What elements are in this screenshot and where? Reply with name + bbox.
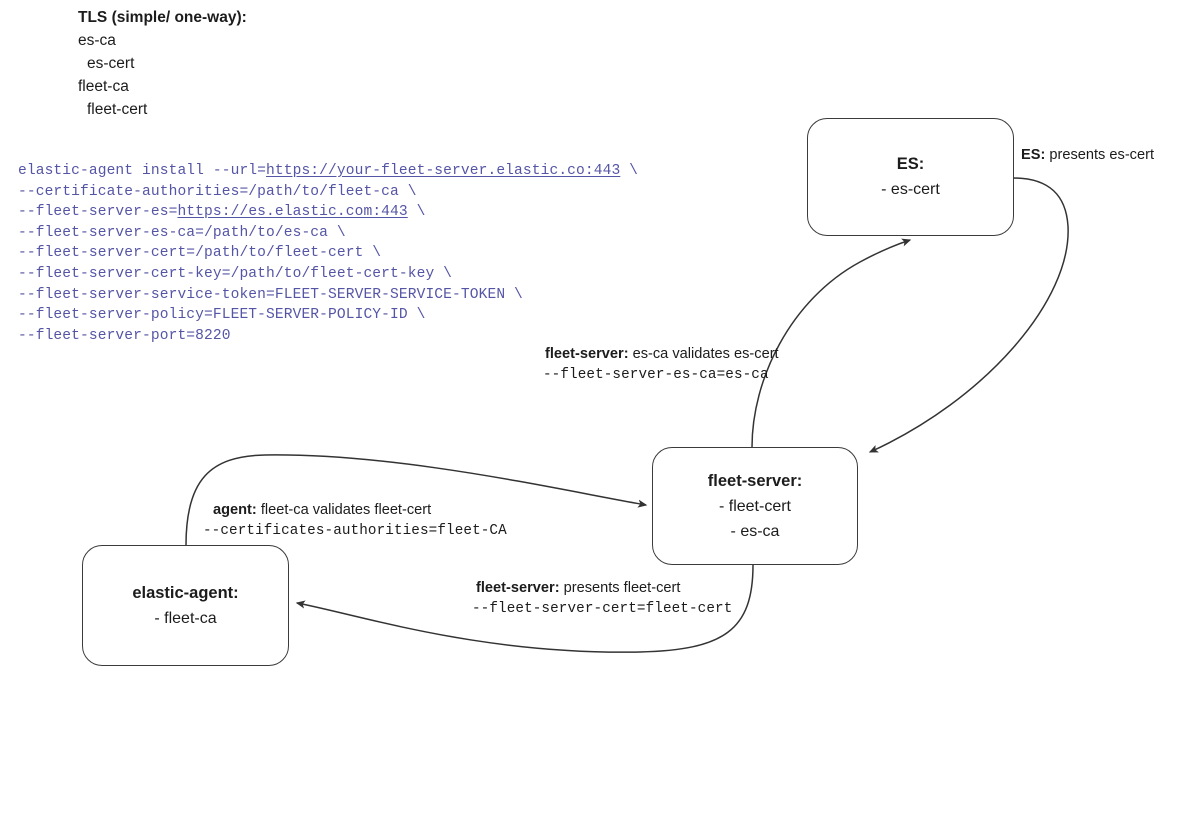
command-text-5-0: --fleet-server-cert-key=/path/to/fleet-c… [18, 265, 453, 282]
command-line-3: --fleet-server-es-ca=/path/to/es-ca \ [18, 223, 638, 244]
edge-label-agent-validates-fleet-cert: agent: fleet-ca validates fleet-cert --c… [203, 500, 507, 542]
command-text-4-0: --fleet-server-cert=/path/to/fleet-cert … [18, 245, 382, 262]
command-text-0-2: \ [620, 163, 639, 179]
command-link-0-1[interactable]: https://your-fleet-server.elastic.co:443 [266, 163, 621, 179]
node-es-line-0: - es-cert [881, 181, 940, 198]
install-command-block: elastic-agent install --url=https://your… [18, 161, 638, 346]
edge-label-fs-presents-flag: --fleet-server-cert=fleet-cert [472, 601, 733, 617]
command-line-0: elastic-agent install --url=https://your… [18, 161, 638, 182]
command-line-6: --fleet-server-service-token=FLEET-SERVE… [18, 285, 638, 306]
edge-label-fs-presents-actor: fleet-server: [476, 580, 560, 596]
edge-label-agent-validates-actor: agent: [213, 502, 257, 518]
tls-legend: TLS (simple/ one-way): es-ca es-cert fle… [78, 6, 247, 121]
command-line-8: --fleet-server-port=8220 [18, 326, 638, 347]
legend-item-fleet-ca: fleet-ca [78, 78, 129, 95]
command-link-2-1[interactable]: https://es.elastic.com:443 [177, 204, 408, 221]
node-fleet-server-line-1: - es-ca [730, 522, 780, 540]
node-fleet-server-title: fleet-server: [707, 471, 803, 490]
command-line-1: --certificate-authorities=/path/to/fleet… [18, 182, 638, 203]
tls-legend-title: TLS (simple/ one-way): [78, 9, 247, 26]
edge-label-fleet-server-validates-es: fleet-server: es-ca validates es-cert --… [543, 344, 779, 386]
command-text-7-0: --fleet-server-policy=FLEET-SERVER-POLIC… [18, 307, 426, 324]
command-text-0-0: elastic-agent install --url= [18, 163, 267, 179]
legend-item-es-cert: es-cert [87, 55, 135, 72]
command-text-3-0: --fleet-server-es-ca=/path/to/es-ca \ [18, 224, 346, 241]
edge-label-fs-presents-text: presents fleet-cert [559, 580, 681, 596]
node-fleet-server-line-0: - fleet-cert [718, 497, 791, 515]
node-elastic-agent[interactable]: elastic-agent: - fleet-ca [82, 545, 289, 666]
command-text-1-0: --certificate-authorities=/path/to/fleet… [18, 183, 417, 200]
node-es[interactable]: ES: - es-cert [807, 118, 1014, 236]
command-line-4: --fleet-server-cert=/path/to/fleet-cert … [18, 243, 638, 264]
edge-label-agent-validates-flag: --certificates-authorities=fleet-CA [203, 523, 507, 539]
node-elastic-agent-line-0: - fleet-ca [154, 609, 217, 627]
legend-item-fleet-cert: fleet-cert [87, 101, 148, 118]
node-es-title: ES: [896, 155, 925, 173]
edge-label-fs-validates-flag: --fleet-server-es-ca=es-ca [543, 367, 769, 383]
edge-label-fleet-server-presents-cert: fleet-server: presents fleet-cert --flee… [472, 578, 732, 620]
edge-label-agent-validates-text: fleet-ca validates fleet-cert [256, 502, 432, 518]
node-fleet-server[interactable]: fleet-server: - fleet-cert - es-ca [652, 447, 858, 565]
node-elastic-agent-title: elastic-agent: [132, 583, 239, 602]
edge-label-es-presents-text: presents es-cert [1045, 147, 1155, 163]
command-line-7: --fleet-server-policy=FLEET-SERVER-POLIC… [18, 305, 638, 326]
edge-label-fs-validates-actor: fleet-server: [545, 346, 629, 362]
legend-item-es-ca: es-ca [78, 32, 116, 49]
command-text-2-0: --fleet-server-es= [18, 204, 178, 221]
command-text-8-0: --fleet-server-port=8220 [18, 327, 231, 344]
command-text-6-0: --fleet-server-service-token=FLEET-SERVE… [18, 286, 523, 303]
command-line-2: --fleet-server-es=https://es.elastic.com… [18, 202, 638, 223]
command-text-2-2: \ [407, 204, 426, 221]
edge-label-es-presents: ES: presents es-cert [1021, 145, 1154, 166]
command-line-5: --fleet-server-cert-key=/path/to/fleet-c… [18, 264, 638, 285]
edge-label-fs-validates-text: es-ca validates es-cert [628, 346, 779, 362]
edge-label-es-presents-actor: ES: [1021, 147, 1046, 163]
